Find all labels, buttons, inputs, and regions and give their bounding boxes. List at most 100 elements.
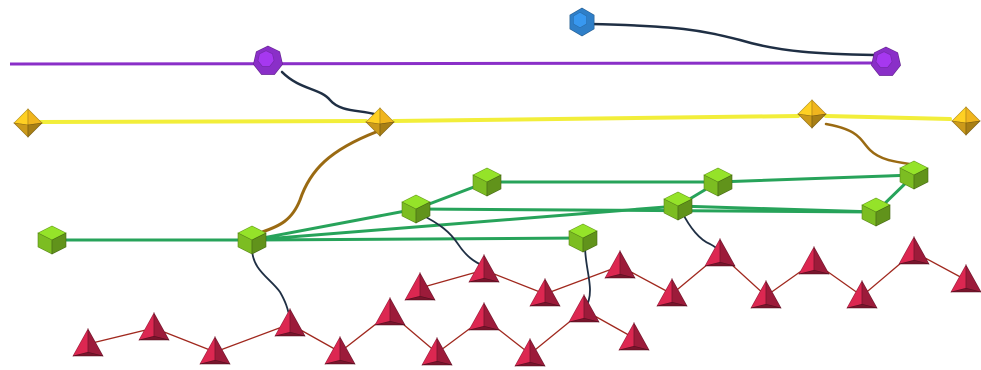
purple-node [875,51,893,68]
red-node [719,237,736,267]
red-node [404,271,421,301]
red-node [750,303,782,309]
green-layer-edge [676,204,878,214]
gold-node [965,106,981,124]
green-red-link [419,213,485,267]
red-node [374,320,406,326]
purple-gold-link [280,70,376,116]
red-node [514,337,531,367]
gold-node [797,113,813,129]
red-node [324,359,356,365]
green-red-link [584,245,591,307]
gold-node [951,120,967,136]
red-node [798,269,830,275]
red-node [274,331,306,337]
red-node [846,279,863,309]
gold-node [811,113,827,129]
green-node [677,198,693,221]
red-node [199,359,231,365]
green-layer-edge [250,207,418,242]
red-node [913,235,930,265]
red-layer-edge [87,327,155,345]
red-node [153,311,170,341]
red-node [618,321,635,351]
gold-node [27,108,43,126]
green-node [486,174,502,197]
red-node [324,335,341,365]
red-node [568,293,585,323]
red-node [898,259,930,265]
purple-layer-edge [9,61,873,66]
red-node [950,263,967,293]
red-node [72,327,89,357]
red-node [544,277,561,307]
red-node [138,311,155,341]
red-node [965,263,981,293]
red-node [568,317,600,323]
red-node [604,273,636,279]
blue-purple-link [588,22,876,57]
gold-layer-edge [824,114,952,121]
red-node [813,245,830,275]
green-node [415,201,431,224]
gold-node [965,120,981,136]
red-node [389,296,406,326]
green-layer-edge [250,236,585,242]
red-layer-edge [214,323,291,353]
red-node [633,321,650,351]
red-node [514,361,546,367]
green-node [51,232,67,255]
red-node [950,287,981,293]
red-node [483,253,500,283]
red-node [436,336,453,366]
gold-node [951,106,967,124]
red-node [214,335,231,365]
red-node [274,307,291,337]
gold-node [365,107,381,125]
red-node [529,277,546,307]
red-node [583,293,600,323]
red-node [138,335,170,341]
red-node [483,301,500,331]
gold-node [797,99,813,117]
green-node [913,167,929,190]
nodes [13,7,981,367]
red-node [289,307,306,337]
gold-green-link [260,130,378,234]
red-node [87,327,104,357]
gold-node [379,107,395,125]
red-node [419,271,436,301]
red-node [618,345,650,351]
red-node [339,335,356,365]
gold-layer-edge [38,119,368,124]
red-layer-edge [544,265,621,295]
red-node [704,261,736,267]
blue-node [573,11,587,29]
red-node [468,301,485,331]
red-node [468,325,500,331]
green-node [582,230,598,253]
green-node [717,174,733,197]
green-layer-edge [414,207,878,214]
red-layer-edge [419,269,485,289]
red-node [656,301,688,307]
red-node [468,277,500,283]
red-node [846,303,878,309]
red-node [199,335,216,365]
gold-layer-edge [392,114,800,123]
red-node [374,296,391,326]
green-red-link [251,247,291,319]
red-node [404,295,436,301]
red-node [798,245,815,275]
red-node [72,351,104,357]
gold-node [13,122,29,138]
gold-node [13,108,29,126]
gold-node [811,99,827,117]
green-layer-edge [716,173,916,184]
green-node [875,204,891,227]
red-node [619,249,636,279]
purple-node [257,50,275,67]
green-node [251,232,267,255]
